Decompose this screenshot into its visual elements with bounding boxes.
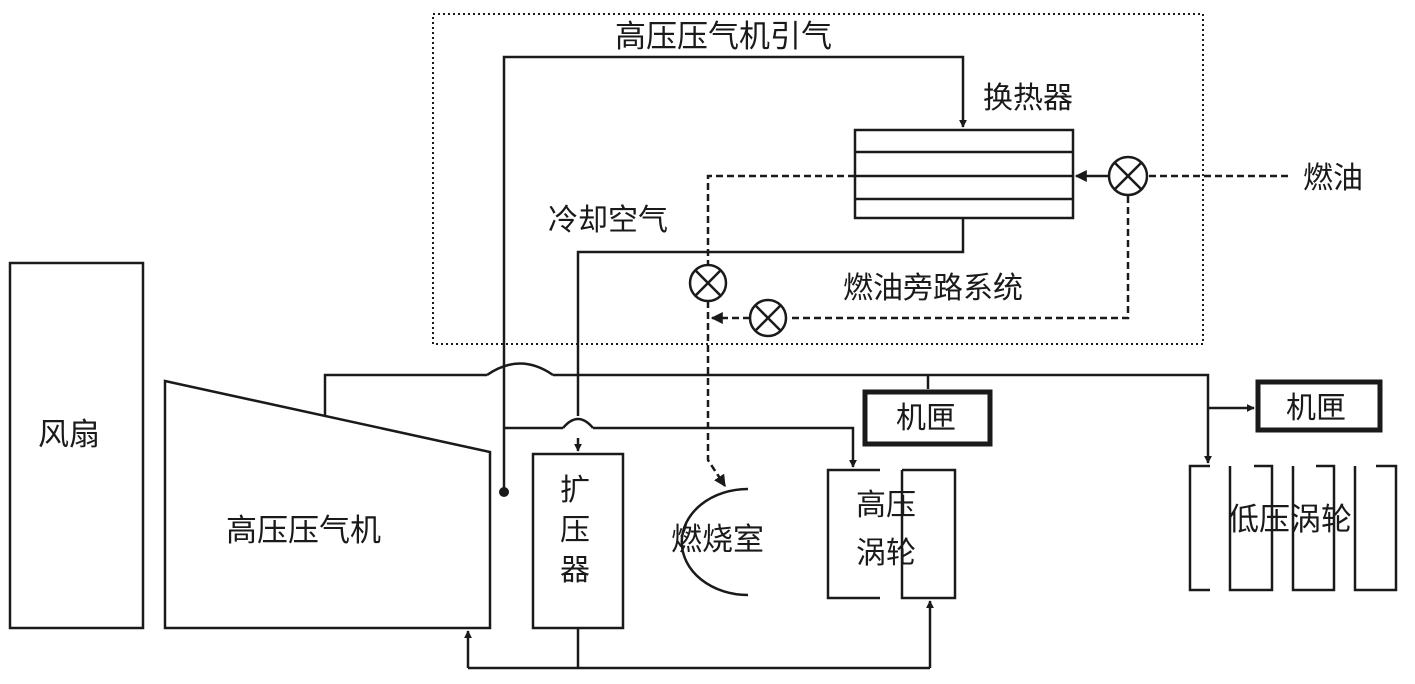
fan-box	[8, 261, 145, 630]
diffuser-label-2: 压	[560, 513, 590, 548]
fuel-valve-bypass-icon	[748, 298, 788, 338]
diffuser-label-3: 器	[560, 553, 590, 588]
heat-exchanger-shape	[853, 128, 1075, 220]
cooling-air-line	[574, 218, 965, 452]
heat-exchanger-label: 换热器	[983, 81, 1073, 116]
hp-turbine-shape	[826, 468, 957, 600]
hp-compressor-shape	[163, 379, 492, 630]
fuel-bypass-boundary	[432, 13, 1204, 345]
fuel-lines	[706, 170, 1288, 488]
casing-cooling-line	[323, 362, 1255, 464]
cooling-air-label: 冷却空气	[548, 203, 668, 238]
hp-turbine-label-2: 涡轮	[856, 536, 916, 571]
hp-compressor-label: 高压压气机	[226, 513, 381, 549]
casing-box-1	[862, 389, 993, 447]
bleed-junction-dot	[499, 487, 509, 497]
bleed-air-label: 高压压气机引气	[615, 19, 832, 55]
lp-turbine-label: 低压涡轮	[1228, 502, 1352, 538]
combustor-label: 燃烧室	[671, 522, 764, 558]
fuel-label: 燃油	[1303, 161, 1363, 196]
bleed-air-line	[502, 55, 967, 492]
fuel-bypass-label: 燃油旁路系统	[843, 271, 1023, 306]
casing-box-2	[1255, 379, 1383, 433]
combustor-shape	[680, 487, 749, 597]
lp-turbine-shape	[1188, 464, 1398, 592]
hp-turbine-label-1: 高压	[856, 488, 916, 523]
fan-label: 风扇	[38, 417, 100, 453]
casing-label-1: 机匣	[896, 401, 956, 436]
casing-label-2: 机匣	[1286, 391, 1346, 426]
hpt-cooling-line	[504, 417, 857, 468]
fuel-valve-main-icon	[1107, 155, 1149, 197]
diffuser-label-1: 扩	[560, 473, 590, 508]
fuel-valve-combustor-icon	[688, 263, 728, 303]
bottom-cooling-line	[464, 600, 934, 670]
